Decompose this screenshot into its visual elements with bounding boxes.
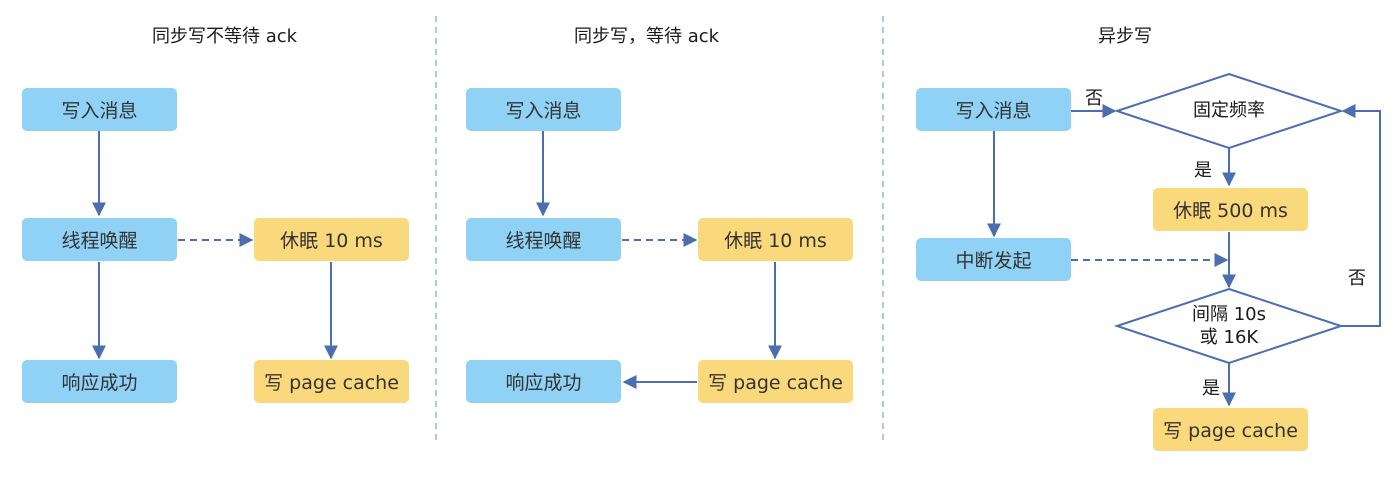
p2-sleep-box: 休眠 10 ms <box>698 218 853 261</box>
interval-label-line1: 间隔 10s <box>1191 304 1266 325</box>
p3-sleep-box: 休眠 500 ms <box>1153 188 1308 231</box>
p1-write-message-box: 写入消息 <box>22 88 177 131</box>
p2-write-message-box: 写入消息 <box>466 88 621 131</box>
panel3-title: 异步写 <box>1098 26 1152 47</box>
interval-label-line2: 或 16K <box>1199 327 1259 348</box>
p2-write-page-cache-box: 写 page cache <box>698 360 853 403</box>
label-no-right: 否 <box>1348 268 1366 289</box>
label-no-top: 否 <box>1085 88 1103 109</box>
p3-interrupt-box: 中断发起 <box>916 238 1071 281</box>
p1-write-page-cache-box: 写 page cache <box>254 360 409 403</box>
label-yes-second: 是 <box>1202 378 1220 399</box>
p2-wake-thread-box: 线程唤醒 <box>466 218 621 261</box>
panel1-title: 同步写不等待 ack <box>152 26 298 47</box>
p1-wake-thread-box: 线程唤醒 <box>22 218 177 261</box>
p1-sleep-box: 休眠 10 ms <box>254 218 409 261</box>
p3-write-message-box: 写入消息 <box>916 88 1071 131</box>
panel2-title: 同步写，等待 ack <box>574 26 720 47</box>
fixed-frequency-label: 固定频率 <box>1193 100 1265 121</box>
p3-arrow-loop-back <box>1341 104 1381 327</box>
p3-write-page-cache-box: 写 page cache <box>1153 408 1308 451</box>
decision-interval <box>1113 287 1345 365</box>
p2-respond-success-box: 响应成功 <box>466 360 621 403</box>
label-yes-first: 是 <box>1194 160 1212 181</box>
p1-respond-success-box: 响应成功 <box>22 360 177 403</box>
